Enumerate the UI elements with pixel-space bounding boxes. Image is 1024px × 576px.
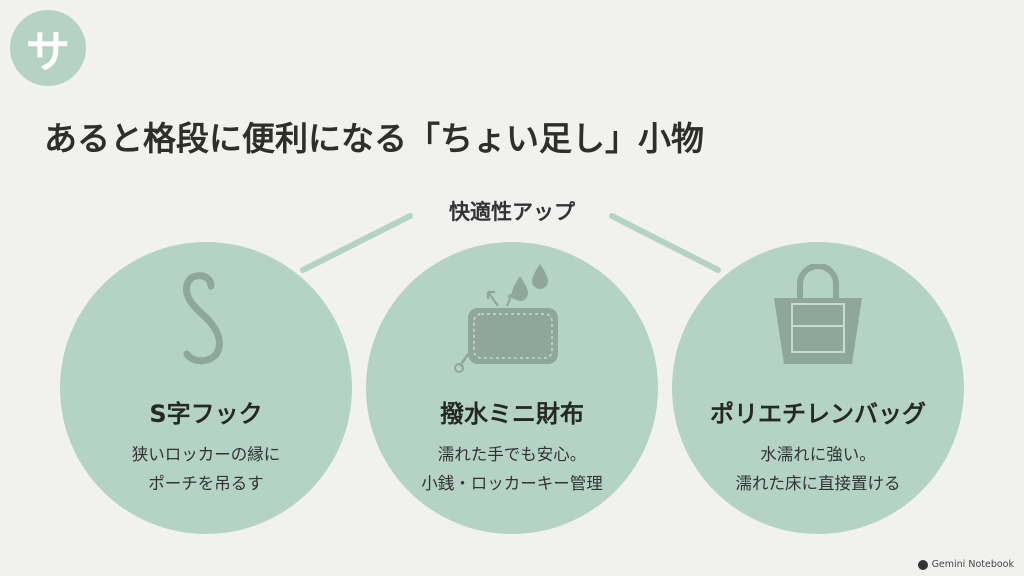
gemini-logo-icon	[917, 559, 928, 570]
water-drop-icon	[532, 264, 548, 289]
item-description: 濡れた手でも安心。 小銭・ロッカーキー管理	[386, 440, 638, 498]
item-card-tote-bag: ポリエチレンバッグ 水濡れに強い。 濡れた床に直接置ける	[672, 242, 964, 534]
tote-bag-icon	[774, 264, 862, 364]
item-name: ポリエチレンバッグ	[710, 400, 926, 428]
item-desc-line: 狭いロッカーの縁に	[131, 445, 281, 464]
item-description: 狭いロッカーの縁に ポーチを吊るす	[80, 440, 332, 498]
item-description: 水濡れに強い。 濡れた床に直接置ける	[692, 440, 944, 498]
logo-badge: サ	[10, 10, 86, 86]
item-desc-line: 濡れた手でも安心。	[437, 445, 587, 464]
connector-right	[609, 213, 721, 273]
item-desc-line: 水濡れに強い。	[760, 445, 876, 464]
subheading: 快適性アップ	[449, 200, 575, 224]
item-desc-line: 小銭・ロッカーキー管理	[421, 474, 603, 493]
page-title: あると格段に便利になる「ちょい足し」小物	[44, 119, 704, 158]
brand-footer: Gemini Notebook	[917, 559, 1014, 570]
connector-left	[300, 213, 413, 273]
item-name: S字フック	[149, 400, 263, 428]
brand-text: Gemini Notebook	[931, 559, 1014, 570]
item-card-s-hook: S字フック 狭いロッカーの縁に ポーチを吊るす	[60, 242, 352, 534]
item-desc-line: ポーチを吊るす	[148, 474, 264, 493]
s-hook-icon	[183, 272, 223, 365]
water-drop-icon	[512, 276, 528, 301]
water-repellent-wallet-icon	[454, 264, 558, 373]
item-desc-line: 濡れた床に直接置ける	[735, 474, 901, 493]
item-card-wallet: 撥水ミニ財布 濡れた手でも安心。 小銭・ロッカーキー管理	[366, 242, 658, 534]
logo-char: サ	[26, 27, 70, 78]
item-name: 撥水ミニ財布	[440, 400, 584, 428]
